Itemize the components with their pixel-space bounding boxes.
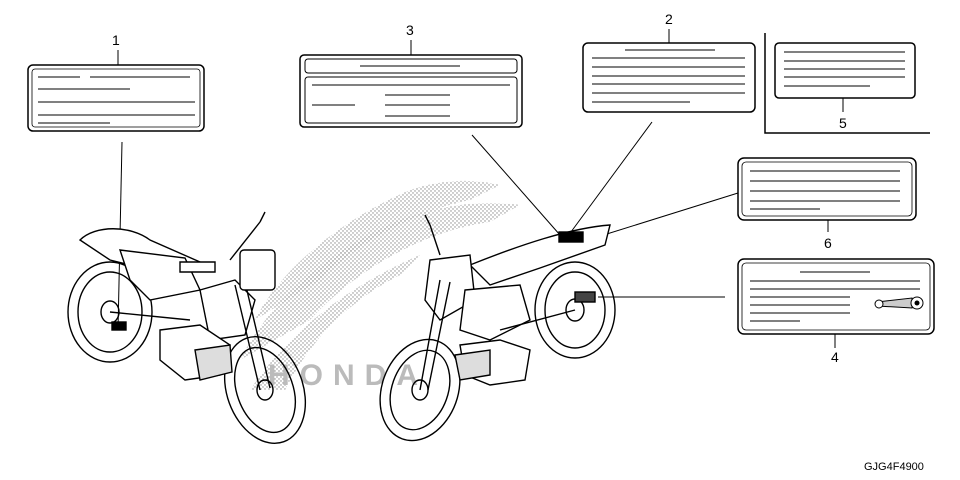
callout-4: 4 [831,349,839,365]
leader-line-3 [471,134,561,236]
leader-line-2 [567,121,653,237]
label-sticker-3 [299,54,523,128]
motorcycle-left-illustration [67,211,307,444]
callout-1: 1 [112,32,120,48]
wrench-icon [874,296,924,310]
label-sticker-2 [582,42,756,113]
label-sticker-6 [737,157,917,221]
callout-3: 3 [406,22,414,38]
honda-wing-watermark: HONDA [240,180,520,392]
label-sticker-4 [737,258,935,335]
callout-5: 5 [839,115,847,131]
callout-6: 6 [824,235,832,251]
label-sticker-1 [27,64,205,132]
svg-text:HONDA: HONDA [268,359,428,392]
motorcycle-right-illustration [379,214,616,442]
part-code: GJG4F4900 [864,461,924,473]
label-sticker-5 [764,33,930,134]
callout-numbers: 1 2 3 4 5 6 [112,11,847,365]
callout-2: 2 [665,11,673,27]
